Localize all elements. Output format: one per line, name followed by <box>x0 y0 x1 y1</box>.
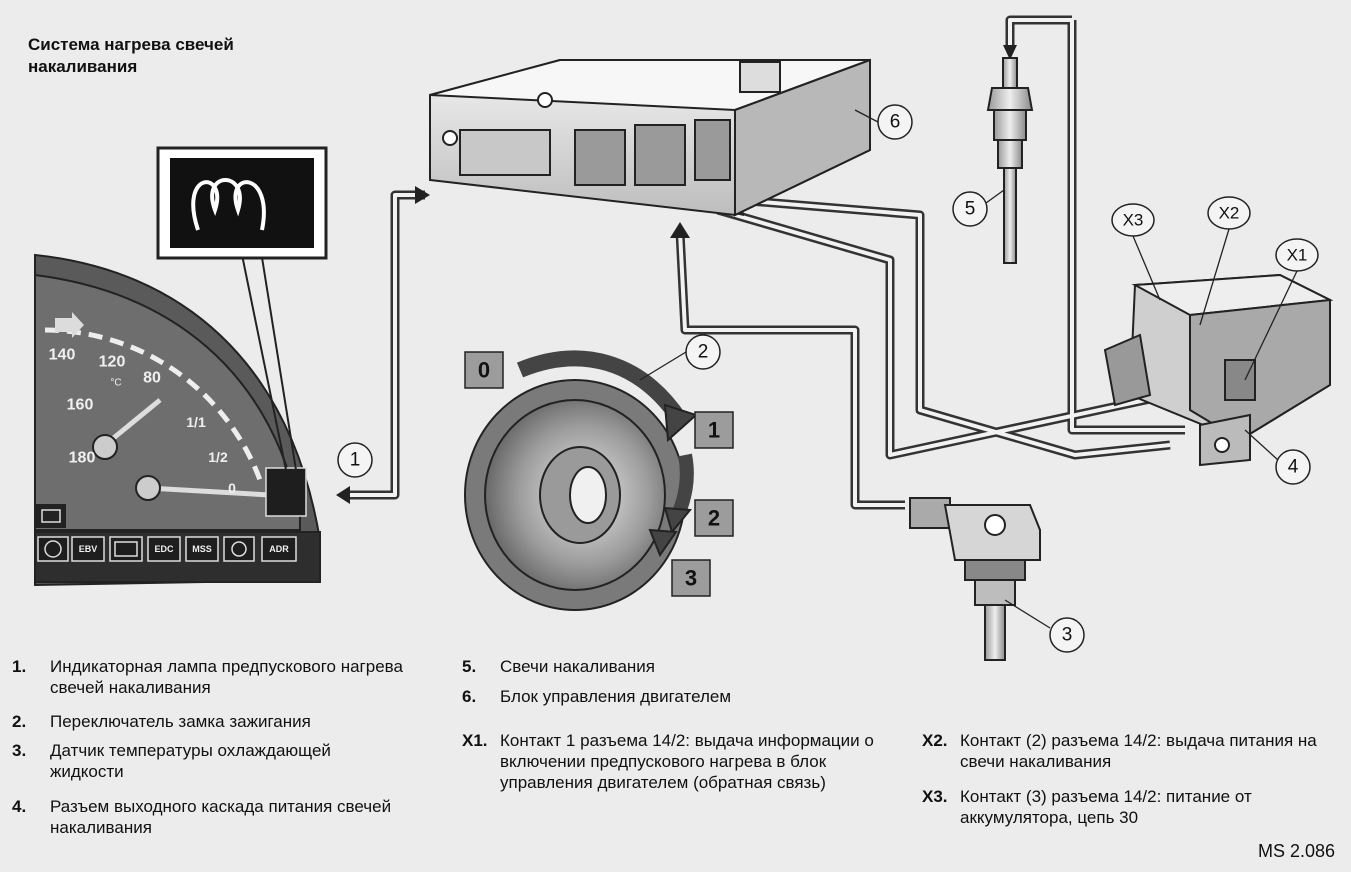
legend-text: Контакт (2) разъема 14/2: выдача питания… <box>960 731 1317 771</box>
legend-number: X2. <box>922 731 948 750</box>
temp-scale-label: 160 <box>67 397 94 414</box>
ignition-switch <box>464 350 698 611</box>
fuel-scale-label: 1/2 <box>208 449 228 465</box>
engine-icon <box>114 541 138 557</box>
output-stage-connector <box>1103 273 1334 467</box>
callout-6: 6 <box>890 112 901 133</box>
callout-leaders <box>639 109 1298 629</box>
figure-code: MS 2.086 <box>1257 841 1335 861</box>
legend-number: 1. <box>12 657 27 676</box>
indicator-lamp <box>156 146 328 471</box>
legend-number: 4. <box>12 797 27 816</box>
temp-scale-label: 180 <box>69 450 96 467</box>
battery-icon <box>41 509 61 523</box>
ignition-position-3: 3 <box>685 566 697 591</box>
temp-scale-label: 80 <box>143 370 161 387</box>
callout-4: 4 <box>1288 457 1299 478</box>
legend-text: Свечи накаливания <box>500 657 655 676</box>
ignition-position-0: 0 <box>478 358 490 383</box>
indicator-adr: ADR <box>269 544 289 554</box>
page-title: Система нагрева свечей накаливания <box>28 35 234 76</box>
instrument-cluster <box>34 253 321 587</box>
coolant-temp-sensor <box>909 497 1041 661</box>
callout-5: 5 <box>965 199 976 220</box>
callout-1: 1 <box>350 450 361 471</box>
brake-icon <box>44 540 62 558</box>
indicator-edc: EDC <box>154 544 174 554</box>
callout-3: 3 <box>1062 625 1073 646</box>
ignition-position-1: 1 <box>708 418 720 443</box>
temp-scale-label: 140 <box>49 347 76 364</box>
fuel-scale-label: 1/1 <box>186 414 206 430</box>
connector-label-x1: X1 <box>1287 246 1308 265</box>
legend-text: Переключатель замка зажигания <box>50 712 311 731</box>
connector-label-x2: X2 <box>1219 204 1240 223</box>
legend-number: 2. <box>12 712 27 731</box>
glow-plug <box>986 57 1034 264</box>
indicator-ebv: EBV <box>79 544 98 554</box>
glow-plug-coil-icon <box>191 178 266 231</box>
legend-number: X1. <box>462 731 488 750</box>
callout-circles <box>337 104 1319 653</box>
temp-unit: °C <box>110 378 121 389</box>
legend-number: 6. <box>462 687 477 706</box>
legend-number: X3. <box>922 787 948 806</box>
legend-number: 3. <box>12 741 27 760</box>
legend-text: Блок управления двигателем <box>500 687 732 706</box>
airbag-icon <box>231 541 247 557</box>
legend-number: 5. <box>462 657 477 676</box>
legend-text: Разъем выходного каскада питания свечей … <box>50 797 392 837</box>
fuel-scale-label: 0 <box>228 480 236 496</box>
position-keys <box>464 351 734 597</box>
legend-text: Индикаторная лампа предпускового нагрева… <box>50 657 403 697</box>
temp-scale-label: 120 <box>99 354 126 371</box>
callout-2: 2 <box>698 342 709 363</box>
ignition-position-2: 2 <box>708 506 720 531</box>
arrow-right-icon <box>55 312 84 338</box>
ecu-unit <box>429 58 871 217</box>
indicator-mss: MSS <box>192 544 212 554</box>
connector-label-x3: X3 <box>1123 211 1144 230</box>
legend-text: Контакт (3) разъема 14/2: питание от акк… <box>960 787 1252 827</box>
legend-text: Контакт 1 разъема 14/2: выдача информаци… <box>500 731 874 792</box>
legend-text: Датчик температуры охлаждающей жидкости <box>50 741 331 781</box>
